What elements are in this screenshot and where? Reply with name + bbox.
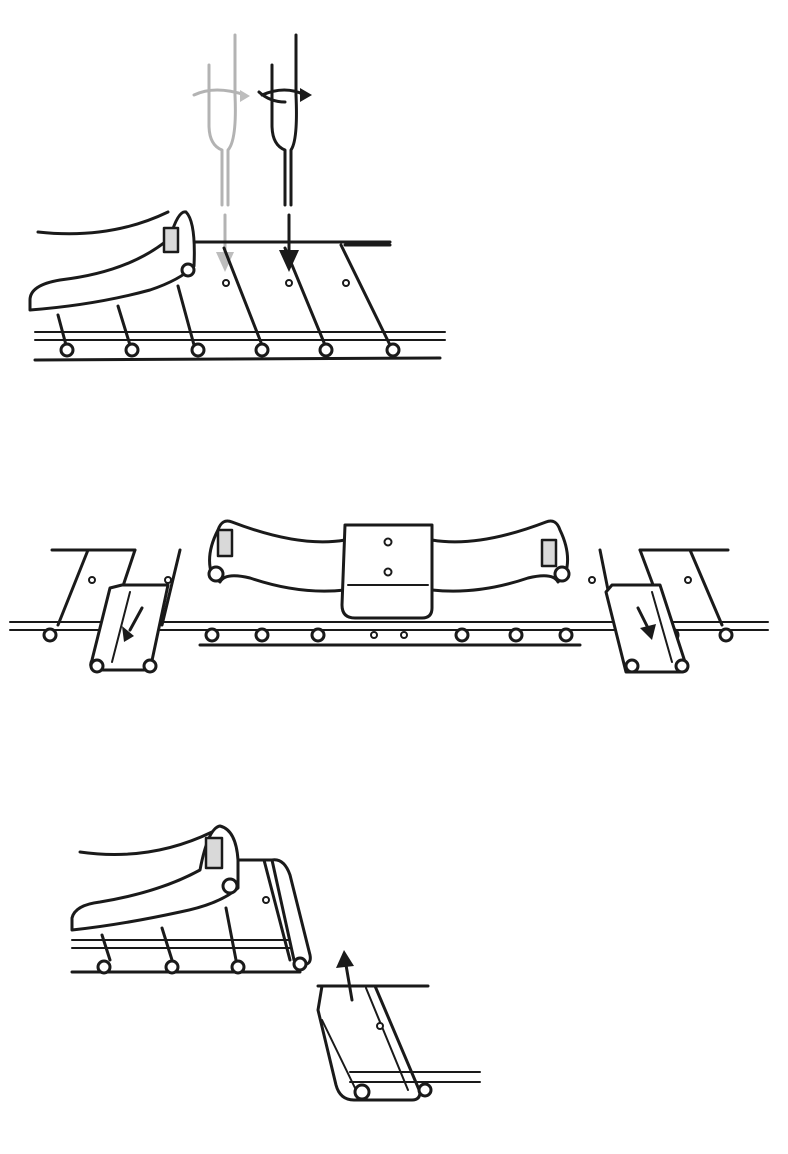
step-3-diagram (0, 800, 788, 1120)
link-knuckle (192, 344, 204, 356)
screwdriver-ghost-icon (194, 35, 250, 272)
link-knuckle (387, 344, 399, 356)
clasp (30, 212, 194, 310)
link-knuckle (126, 344, 138, 356)
pin-hole (286, 280, 292, 286)
link-knuckle (320, 344, 332, 356)
link-knuckle (61, 344, 73, 356)
clasp (209, 521, 569, 618)
up-arrow-icon (336, 950, 354, 968)
step-1-diagram (0, 0, 788, 400)
clasp-tab (164, 228, 178, 252)
step-2-diagram (0, 500, 788, 710)
new-link (318, 950, 480, 1100)
screwdriver-icon (259, 35, 312, 272)
pin-hole (223, 280, 229, 286)
removed-link-right (606, 585, 688, 672)
link-knuckle (256, 344, 268, 356)
clasp (72, 826, 238, 930)
pin-hole (343, 280, 349, 286)
removed-link-left (91, 585, 168, 672)
